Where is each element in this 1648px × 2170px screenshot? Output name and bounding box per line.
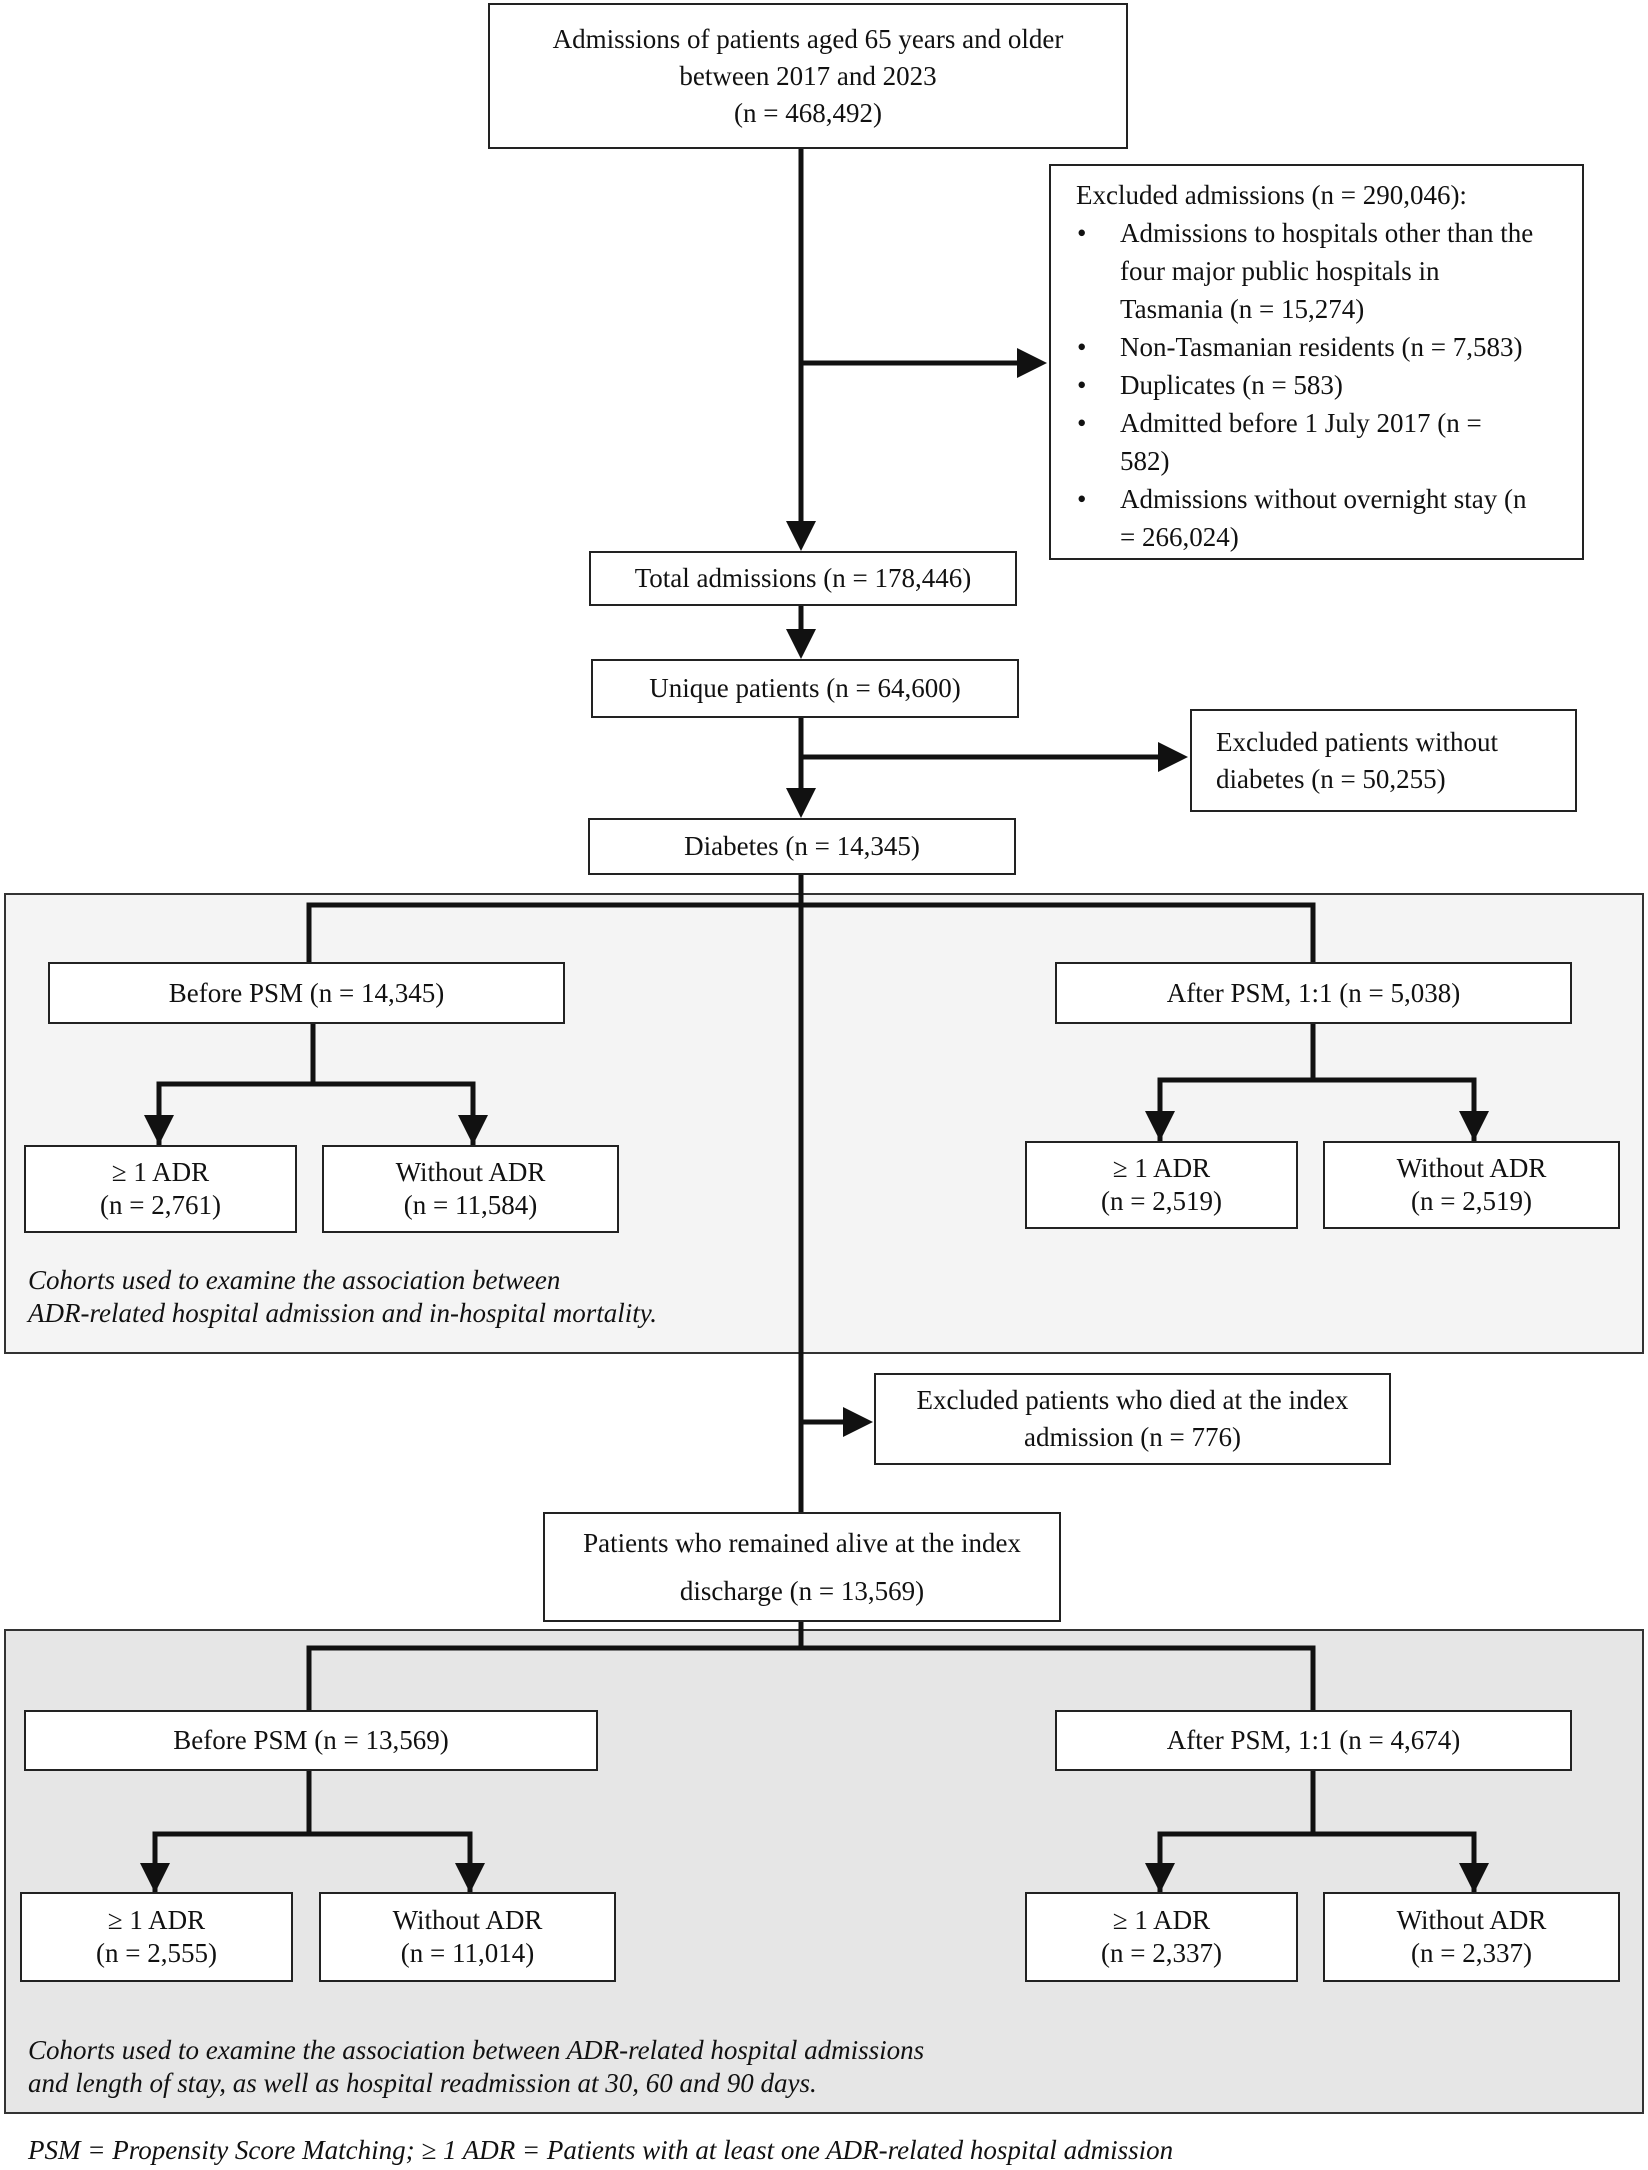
diabetes-label: Diabetes (n = 14,345) <box>684 831 920 861</box>
cohort2-before-psm-label: Before PSM (n = 13,569) <box>173 1725 449 1755</box>
excluded-died-box: Excluded patients who died at the index … <box>874 1373 1391 1465</box>
excluded-admissions-title: Excluded admissions (n = 290,046): <box>1076 180 1467 210</box>
list-item-line: Admitted before 1 July 2017 (n = <box>1120 408 1482 438</box>
adr-count: (n = 2,761) <box>100 1190 221 1220</box>
without-adr-label: Without ADR <box>1396 1153 1547 1183</box>
list-item-line: Admissions without overnight stay (n <box>1120 484 1527 514</box>
without-adr-count: (n = 2,519) <box>1411 1186 1532 1216</box>
list-item-line: Non-Tasmanian residents (n = 7,583) <box>1120 332 1523 362</box>
cohort1-after-psm-label: After PSM, 1:1 (n = 5,038) <box>1166 977 1461 1008</box>
excluded-died-line-2: admission (n = 776) <box>1024 1422 1241 1452</box>
alive-box: Patients who remained alive at the index… <box>543 1512 1061 1622</box>
excluded-admissions-box: Excluded admissions (n = 290,046): Admis… <box>1049 164 1584 560</box>
note-line: Cohorts used to examine the association … <box>28 1265 561 1295</box>
adr-label: ≥ 1 ADR <box>1112 1153 1211 1183</box>
list-item: Non-Tasmanian residents (n = 7,583) <box>1076 328 1562 366</box>
alive-line-1: Patients who remained alive at the index <box>583 1528 1021 1558</box>
note-line: ADR-related hospital admission and in-ho… <box>28 1298 657 1328</box>
without-adr-label: Without ADR <box>392 1905 543 1935</box>
list-item-line: Duplicates (n = 583) <box>1120 370 1343 400</box>
admissions-line-2: between 2017 and 2023 <box>679 60 937 91</box>
cohort1-branch <box>306 902 1316 962</box>
footnote: PSM = Propensity Score Matching; ≥ 1 ADR… <box>28 2135 1174 2165</box>
admissions-box: Admissions of patients aged 65 years and… <box>488 3 1128 149</box>
cohort2-after-adr-box: ≥ 1 ADR (n = 2,337) <box>1025 1892 1298 1982</box>
list-item-line: Tasmania (n = 15,274) <box>1120 294 1365 324</box>
without-adr-label: Without ADR <box>395 1157 546 1187</box>
adr-label: ≥ 1 ADR <box>107 1905 206 1935</box>
list-item: Admissions to hospitals other than the f… <box>1076 214 1562 328</box>
excluded-died-line-1: Excluded patients who died at the index <box>916 1385 1349 1415</box>
list-item: Admissions without overnight stay (n = 2… <box>1076 480 1562 556</box>
cohort1-after-arrows <box>1157 1077 1477 1141</box>
cohort2-after-psm-box: After PSM, 1:1 (n = 4,674) <box>1055 1710 1572 1771</box>
excluded-no-diabetes-line-2: diabetes (n = 50,255) <box>1216 763 1446 794</box>
adr-count: (n = 2,519) <box>1101 1186 1222 1216</box>
cohort2-before-psm-box: Before PSM (n = 13,569) <box>24 1710 598 1771</box>
adr-count: (n = 2,337) <box>1101 1938 1222 1968</box>
cohort1-before-without-adr-box: Without ADR (n = 11,584) <box>322 1145 619 1233</box>
note-line: Cohorts used to examine the association … <box>28 2035 925 2065</box>
adr-label: ≥ 1 ADR <box>1112 1905 1211 1935</box>
cohort1-after-psm-box: After PSM, 1:1 (n = 5,038) <box>1055 962 1572 1024</box>
cohort2-before-arrows <box>152 1831 473 1892</box>
list-item-line: 582) <box>1120 446 1170 476</box>
cohort1-before-psm-label: Before PSM (n = 14,345) <box>168 977 445 1008</box>
total-admissions-label: Total admissions (n = 178,446) <box>634 563 972 593</box>
unique-patients-label: Unique patients (n = 64,600) <box>649 673 961 703</box>
cohort1-before-psm-box: Before PSM (n = 14,345) <box>48 962 565 1024</box>
alive-line-2: discharge (n = 13,569) <box>679 1576 925 1606</box>
excluded-admissions-list: Admissions to hospitals other than the f… <box>1076 214 1562 556</box>
adr-label: ≥ 1 ADR <box>111 1157 210 1187</box>
cohort1-note: Cohorts used to examine the association … <box>28 1264 657 1330</box>
length-of-stay-cohort-panel <box>4 1629 1644 2114</box>
list-item: Duplicates (n = 583) <box>1076 366 1562 404</box>
cohort2-after-arrows <box>1157 1831 1477 1892</box>
cohort2-after-without-adr-box: Without ADR (n = 2,337) <box>1323 1892 1620 1982</box>
cohort2-before-without-adr-box: Without ADR (n = 11,014) <box>319 1892 616 1982</box>
list-item-line: Admissions to hospitals other than the <box>1120 218 1534 248</box>
cohort2-after-psm-label: After PSM, 1:1 (n = 4,674) <box>1166 1725 1461 1755</box>
cohort2-note: Cohorts used to examine the association … <box>28 2034 924 2100</box>
excluded-no-diabetes-line-1: Excluded patients without <box>1216 726 1498 757</box>
without-adr-count: (n = 11,014) <box>400 1938 535 1968</box>
admissions-line-1: Admissions of patients aged 65 years and… <box>552 23 1064 54</box>
cohort1-before-arrows <box>156 1081 476 1145</box>
admissions-line-3: (n = 468,492) <box>734 97 882 128</box>
without-adr-label: Without ADR <box>1396 1905 1547 1935</box>
cohort2-branch <box>306 1645 1316 1710</box>
list-item-line: four major public hospitals in <box>1120 256 1440 286</box>
list-item: Admitted before 1 July 2017 (n = 582) <box>1076 404 1562 480</box>
note-line: and length of stay, as well as hospital … <box>28 2068 817 2098</box>
without-adr-count: (n = 2,337) <box>1411 1938 1532 1968</box>
cohort2-before-adr-box: ≥ 1 ADR (n = 2,555) <box>20 1892 293 1982</box>
without-adr-count: (n = 11,584) <box>403 1190 538 1220</box>
unique-patients-box: Unique patients (n = 64,600) <box>591 659 1019 718</box>
total-admissions-box: Total admissions (n = 178,446) <box>589 551 1017 606</box>
cohort1-before-adr-box: ≥ 1 ADR (n = 2,761) <box>24 1145 297 1233</box>
excluded-no-diabetes-box: Excluded patients without diabetes (n = … <box>1190 709 1577 812</box>
cohort1-after-without-adr-box: Without ADR (n = 2,519) <box>1323 1141 1620 1229</box>
adr-count: (n = 2,555) <box>96 1938 217 1968</box>
list-item-line: = 266,024) <box>1120 522 1239 552</box>
cohort1-after-adr-box: ≥ 1 ADR (n = 2,519) <box>1025 1141 1298 1229</box>
diabetes-box: Diabetes (n = 14,345) <box>588 818 1016 875</box>
